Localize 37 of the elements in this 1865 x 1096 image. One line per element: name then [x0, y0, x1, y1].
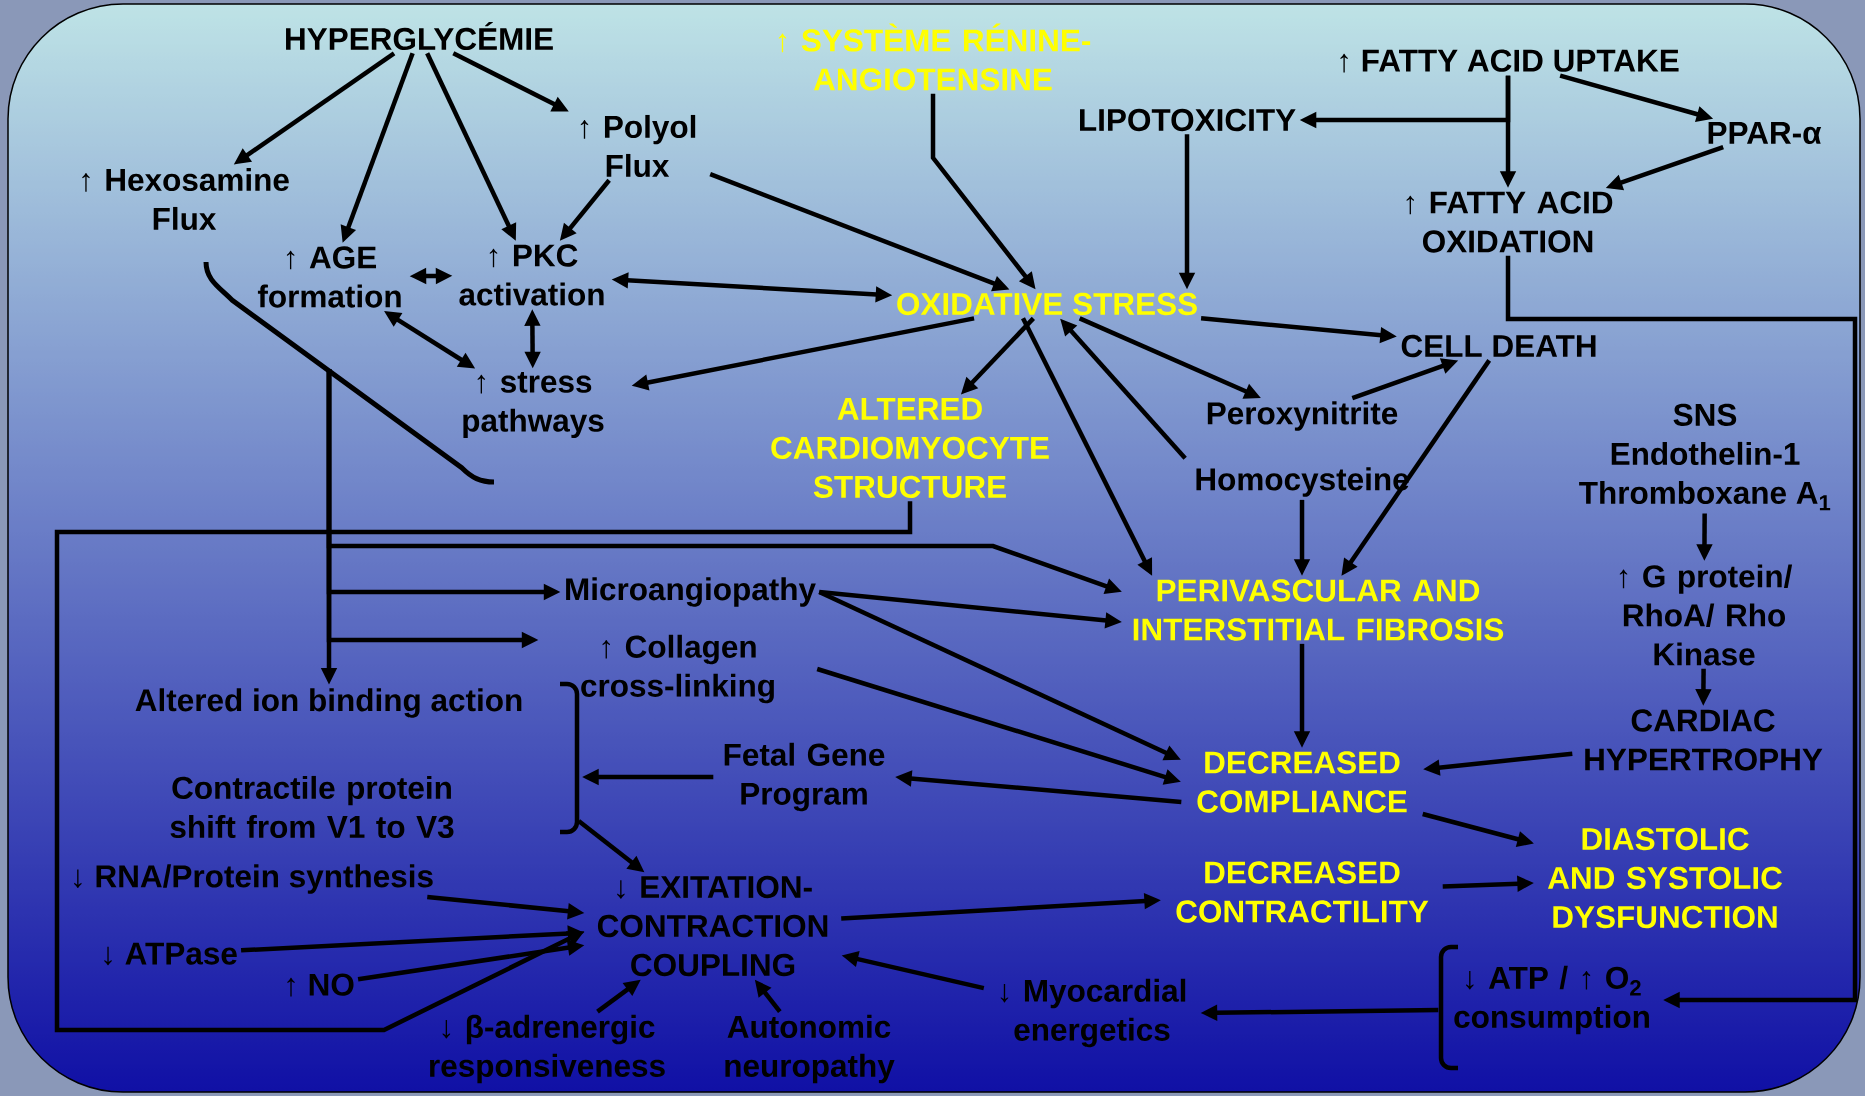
node-label: PPAR-α: [1708, 122, 1822, 144]
node-label: Fetal Gene Program: [724, 742, 885, 812]
node-label: DECREASED CONTRACTILITY: [1176, 861, 1429, 923]
node-label: CELL DEATH: [1401, 334, 1596, 358]
node-label: PERIVASCULAR AND INTERSTITIAL FIBROSIS: [1133, 579, 1504, 641]
node-label: DIASTOLIC AND SYSTOLIC DYSFUNCTION: [1547, 827, 1782, 929]
node-label: ↑ NO: [287, 973, 354, 997]
node-label: ↑ Polyol Flux: [580, 114, 696, 178]
node-label: ↓ ATPase: [104, 942, 237, 966]
node-label: ALTERED CARDIOMYOCYTE STRUCTURE: [771, 398, 1049, 498]
node-label: ↑ FATTY ACID OXIDATION: [1406, 191, 1613, 253]
node-label: ↑ AGE formation: [257, 246, 401, 308]
node-label: ↑ SYSTÈME RÉNINE-ANGIOTENSINE: [778, 23, 1091, 91]
node-label: OXIDATIVE STRESS: [897, 292, 1197, 316]
node-label: DECREASED COMPLIANCE: [1197, 751, 1407, 813]
node-label: ↑ Hexosamine Flux: [82, 167, 289, 231]
node-label: ↓ EXITATION-CONTRACTION COUPLING: [597, 875, 828, 977]
arrow: [1505, 255, 1858, 1009]
node-label: ↓ ATP / ↑ O$_{2}$ consumption: [1454, 965, 1649, 1035]
node-label: HYPERGLYCÉMIE: [286, 21, 553, 51]
node-label: Altered ion binding action: [135, 688, 522, 718]
node-label: SNS Endothelin-1 Thromboxane A$_{1}$: [1579, 403, 1831, 511]
node-label: ↑ FATTY ACID UPTAKE: [1340, 49, 1679, 73]
node-label: ↓ β-adrenergic responsiveness: [430, 1014, 665, 1084]
node-label: ↑ G protein/ RhoA/ Rho Kinase: [1619, 564, 1793, 666]
node-label: ↑ stress pathways: [463, 371, 604, 439]
node-label: Contractile protein shift from V1 to V3: [170, 775, 454, 839]
node-label: Microangiopathy: [566, 577, 816, 607]
arrow: [54, 501, 913, 1033]
node-label: ↓ RNA/Protein synthesis: [74, 864, 433, 894]
node-label: Autonomic neuropathy: [725, 1014, 895, 1084]
node-label: CARDIAC HYPERTROPHY: [1585, 709, 1823, 771]
node-label: ↑ Collagen cross-linking: [581, 634, 774, 704]
node-label: ↑ PKC activation: [459, 244, 604, 306]
node-label: LIPOTOXICITY: [1080, 108, 1296, 132]
node-label: ↓ Myocardial energetics: [1000, 978, 1186, 1048]
node-label: Peroxynitrite: [1207, 401, 1398, 431]
